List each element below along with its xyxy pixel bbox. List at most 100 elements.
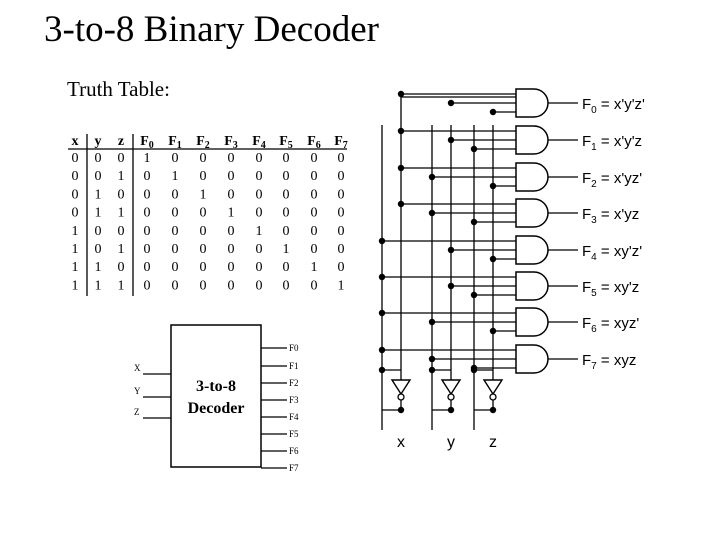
decoder-output-label: F2: [289, 378, 299, 388]
inverter-triangle: [482, 379, 504, 396]
and-gate: [515, 198, 549, 228]
truth-table-cell: 0: [172, 224, 179, 239]
truth-table-cell: 0: [311, 242, 318, 257]
truth-table-header: F4: [252, 134, 266, 151]
junction-dot: [470, 364, 478, 372]
and-gate: [515, 344, 549, 374]
truth-table-header: F2: [196, 134, 210, 151]
truth-table-cell: 0: [200, 169, 207, 184]
truth-table-cell: 1: [228, 206, 235, 221]
truth-table-cell: 0: [256, 187, 263, 202]
truth-table-cell: 0: [338, 260, 345, 275]
truth-table-cell: 1: [311, 260, 318, 275]
truth-table-cell: 0: [144, 187, 151, 202]
truth-table-cell: 0: [95, 169, 102, 184]
junction-dot: [447, 282, 455, 290]
truth-table-cell: 1: [95, 260, 102, 275]
truth-table-cell: 0: [311, 278, 318, 293]
decoder-block-label: 3-to-8: [196, 378, 236, 395]
decoder-output-label: F0: [289, 343, 299, 353]
truth-table-cell: 0: [311, 206, 318, 221]
junction-dot: [397, 406, 405, 414]
truth-table-cell: 1: [72, 242, 79, 257]
truth-table-cell: 0: [95, 151, 102, 166]
truth-table-header: F0: [140, 134, 154, 151]
truth-table-cell: 0: [283, 206, 290, 221]
output-equation-label: F0 = x'y'z': [582, 96, 645, 116]
truth-table-header: F3: [224, 134, 238, 151]
truth-table-cell: 1: [118, 206, 125, 221]
truth-table-cell: 0: [283, 187, 290, 202]
truth-table-cell: 0: [118, 151, 125, 166]
truth-table-cell: 0: [283, 151, 290, 166]
junction-dot: [447, 406, 455, 414]
decoder-output-label: F5: [289, 429, 299, 439]
and-gate: [515, 235, 549, 265]
truth-table-header: F1: [168, 134, 182, 151]
truth-table-cell: 1: [118, 278, 125, 293]
truth-table-cell: 0: [338, 242, 345, 257]
truth-table-cell: 0: [144, 224, 151, 239]
inverter-bubble: [397, 393, 405, 401]
output-equation-label: F2 = x'yz': [582, 170, 642, 190]
truth-table-cell: 0: [256, 151, 263, 166]
truth-table-cell: 0: [283, 169, 290, 184]
truth-table-cell: 0: [172, 260, 179, 275]
truth-table-cell: 0: [228, 260, 235, 275]
truth-table-cell: 0: [200, 151, 207, 166]
decoder-output-label: F3: [289, 395, 299, 405]
truth-table-cell: 1: [72, 278, 79, 293]
truth-table-cell: 0: [311, 169, 318, 184]
inverter-bubble: [447, 393, 455, 401]
truth-table-cell: 0: [118, 260, 125, 275]
truth-table-header: z: [118, 134, 124, 149]
truth-table-cell: 0: [228, 151, 235, 166]
junction-dot: [489, 406, 497, 414]
truth-table-header: x: [72, 134, 79, 149]
truth-table-cell: 0: [338, 206, 345, 221]
truth-table-caption: Truth Table:: [67, 77, 170, 101]
truth-table-cell: 0: [95, 224, 102, 239]
inverter-triangle: [390, 379, 412, 396]
junction-dot: [378, 309, 386, 317]
junction-dot: [447, 246, 455, 254]
output-equation-label: F6 = xyz': [582, 315, 639, 335]
and-gate: [515, 307, 549, 337]
junction-dot: [447, 99, 455, 107]
decoder-input-label: Z: [134, 407, 140, 417]
truth-table-cell: 0: [338, 224, 345, 239]
truth-table-cell: 0: [228, 242, 235, 257]
truth-table-cell: 1: [95, 278, 102, 293]
output-equation-label: F3 = x'yz: [582, 206, 639, 226]
truth-table-cell: 0: [338, 169, 345, 184]
junction-dot: [378, 273, 386, 281]
page-title: 3-to-8 Binary Decoder: [44, 9, 379, 50]
junction-dot: [378, 237, 386, 245]
truth-table-cell: 0: [228, 187, 235, 202]
decoder-output-label: F4: [289, 412, 299, 422]
junction-dot: [378, 346, 386, 354]
truth-table-cell: 0: [200, 224, 207, 239]
truth-table-cell: 1: [144, 151, 151, 166]
junction-dot: [397, 164, 405, 172]
truth-table-cell: 0: [72, 206, 79, 221]
truth-table-cell: 0: [172, 206, 179, 221]
decoder-output-label: F6: [289, 446, 299, 456]
truth-table-cell: 1: [72, 224, 79, 239]
junction-dot: [489, 182, 497, 190]
truth-table-cell: 0: [228, 169, 235, 184]
truth-table-cell: 0: [118, 187, 125, 202]
junction-dot: [489, 255, 497, 263]
truth-table-cell: 1: [200, 187, 207, 202]
truth-table-cell: 0: [144, 169, 151, 184]
truth-table-header: F6: [307, 134, 321, 151]
truth-table-header: F5: [279, 134, 293, 151]
truth-table-cell: 0: [200, 260, 207, 275]
truth-table-cell: 1: [283, 242, 290, 257]
truth-table-cell: 0: [200, 242, 207, 257]
truth-table-cell: 0: [172, 187, 179, 202]
truth-table-cell: 1: [172, 169, 179, 184]
truth-table-cell: 0: [283, 260, 290, 275]
and-gate: [515, 88, 549, 118]
truth-table-cell: 1: [256, 224, 263, 239]
